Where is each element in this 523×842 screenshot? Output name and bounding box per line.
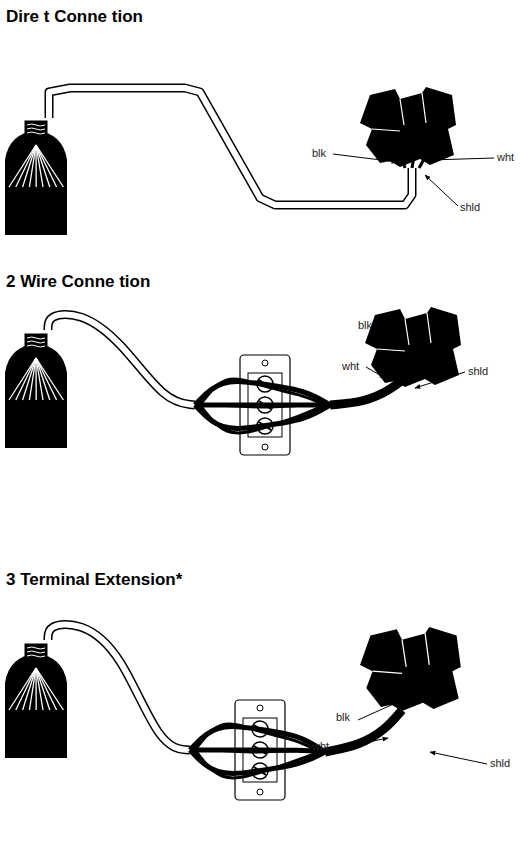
wire-label: wht xyxy=(342,360,359,372)
wire-label: blk xyxy=(336,711,350,723)
cable xyxy=(48,624,190,750)
cable xyxy=(48,314,195,405)
speaker xyxy=(5,121,67,235)
leader-lines xyxy=(333,154,494,764)
wire-label: wht xyxy=(312,740,329,752)
device xyxy=(365,307,461,387)
wire-bundle xyxy=(190,724,325,778)
device xyxy=(360,627,461,711)
wire-label: shld xyxy=(460,201,480,213)
section-title: 3 Terminal Extension* xyxy=(6,571,182,590)
wire-label: blk xyxy=(312,147,326,159)
cable xyxy=(49,88,412,205)
cable xyxy=(325,710,402,752)
speaker xyxy=(5,644,67,758)
device xyxy=(360,87,456,167)
wire-bundle xyxy=(195,379,330,433)
wire-label: shld xyxy=(468,365,488,377)
wire-tails xyxy=(400,150,428,168)
wire-label: blk xyxy=(358,319,372,331)
wire-label: wht xyxy=(497,151,514,163)
section-title: Dire t Conne tion xyxy=(6,8,143,27)
wire-label: shld xyxy=(490,757,510,769)
section-title: 2 Wire Conne tion xyxy=(6,273,150,292)
cable xyxy=(330,378,405,405)
speaker xyxy=(5,334,67,448)
